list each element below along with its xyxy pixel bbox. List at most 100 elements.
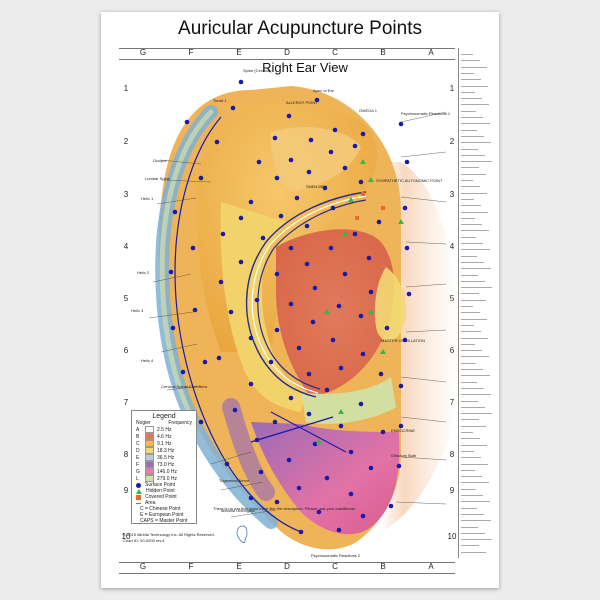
surface-point-dot <box>180 369 186 375</box>
index-entry-line <box>461 362 476 364</box>
index-entry-line <box>461 249 490 251</box>
legend-symbol-label: Area <box>145 500 156 506</box>
row-label: 6 <box>123 346 129 355</box>
index-entry-line <box>461 463 488 465</box>
row-label: 5 <box>123 294 129 303</box>
index-entry-line <box>461 293 479 295</box>
surface-point-dot <box>348 491 354 497</box>
legend-frequency: 2.5 Hz <box>157 426 172 433</box>
index-entry-line <box>461 539 492 541</box>
index-entry-line <box>461 425 486 427</box>
surface-point-dot <box>260 235 266 241</box>
point-label: ALLERGY POINT <box>286 100 318 105</box>
surface-point-dot <box>404 159 410 165</box>
index-entry-line <box>461 438 480 440</box>
surface-point-dot <box>396 463 402 469</box>
legend-swatch <box>145 433 154 440</box>
index-entry-line <box>461 413 492 415</box>
surface-point-dot <box>384 325 390 331</box>
legend-symbol-label: CAPS = Master Point <box>140 518 188 524</box>
surface-point-dot <box>296 345 302 351</box>
surface-point-dot <box>312 285 318 291</box>
index-entry-line <box>461 501 490 503</box>
point-label: SYMPATHETIC AUTONOMIC POINT <box>376 178 443 183</box>
index-entry-line <box>461 331 481 333</box>
surface-point-dot <box>230 105 236 111</box>
index-entry-line <box>461 450 474 452</box>
legend-title: Legend <box>152 413 176 420</box>
surface-point-dot <box>248 199 254 205</box>
index-entry-line <box>461 280 485 282</box>
surface-point-dot <box>332 127 338 133</box>
column-label: D <box>284 48 290 57</box>
index-entry-line <box>461 350 482 352</box>
surface-point-dot <box>288 301 294 307</box>
column-label: C <box>332 562 338 571</box>
index-entry-line <box>461 142 491 144</box>
legend-frequency: 146.0 Hz <box>157 468 178 475</box>
legend-swatch <box>145 454 154 461</box>
row-label: 10 <box>447 532 457 541</box>
surface-point-dot <box>336 527 342 533</box>
surface-point-dot <box>324 475 330 481</box>
column-label: F <box>188 48 194 57</box>
index-entry-line <box>461 274 478 276</box>
index-entry-line <box>461 532 485 534</box>
row-label: 3 <box>123 190 129 199</box>
surface-point-dot <box>380 429 386 435</box>
index-entry-line <box>461 356 489 358</box>
row-label: 10 <box>121 532 131 541</box>
surface-point-dot <box>214 139 220 145</box>
column-label: B <box>380 562 386 571</box>
surface-point-dot <box>304 261 310 267</box>
surface-point-dot <box>238 259 244 265</box>
surface-point-dot <box>312 441 318 447</box>
surface-point-dot <box>254 437 260 443</box>
tragus <box>374 267 406 342</box>
index-entry-line <box>461 375 490 377</box>
index-entry-line <box>461 369 483 370</box>
legend-symbol: Area <box>132 500 196 506</box>
legend-symbol: Surface Point <box>132 482 196 488</box>
legend-code: F <box>136 461 140 468</box>
point-label: Medulla Oblongata <box>221 508 255 513</box>
legend-symbol: C = Chinese Point <box>132 506 196 512</box>
index-entry-line <box>461 394 491 396</box>
index-entry-line <box>461 217 475 219</box>
index-entry-line <box>461 406 485 408</box>
surface-point-dot <box>398 383 404 389</box>
index-entry-line <box>461 507 477 509</box>
index-entry-line <box>461 180 473 181</box>
index-entry-line <box>461 110 476 112</box>
row-label: 9 <box>449 486 455 495</box>
point-label: Spine (Cervical) <box>243 68 272 73</box>
surface-point-dot <box>330 205 336 211</box>
index-entry-line <box>461 167 479 169</box>
surface-point-dot <box>248 495 254 501</box>
dot-icon <box>136 482 141 488</box>
hidden-point-triangle <box>368 177 374 182</box>
surface-point-dot <box>360 351 366 357</box>
legend-code: E <box>136 454 140 461</box>
hidden-points <box>316 159 404 444</box>
hidden-point-triangle <box>324 309 330 314</box>
index-entry-line <box>461 129 477 131</box>
surface-point-dot <box>368 465 374 471</box>
surface-point-dot <box>360 513 366 519</box>
index-entry-line <box>461 343 475 345</box>
surface-point-dot <box>388 503 394 509</box>
surface-point-dot <box>402 205 408 211</box>
surface-point-dot <box>366 255 372 261</box>
legend-swatch <box>145 468 154 475</box>
column-label: G <box>139 562 147 571</box>
index-entry-line <box>461 148 478 150</box>
index-entry-line <box>461 261 484 263</box>
surface-point-dot <box>358 179 364 185</box>
surface-point-dot <box>352 143 358 149</box>
legend-swatch <box>145 447 154 454</box>
